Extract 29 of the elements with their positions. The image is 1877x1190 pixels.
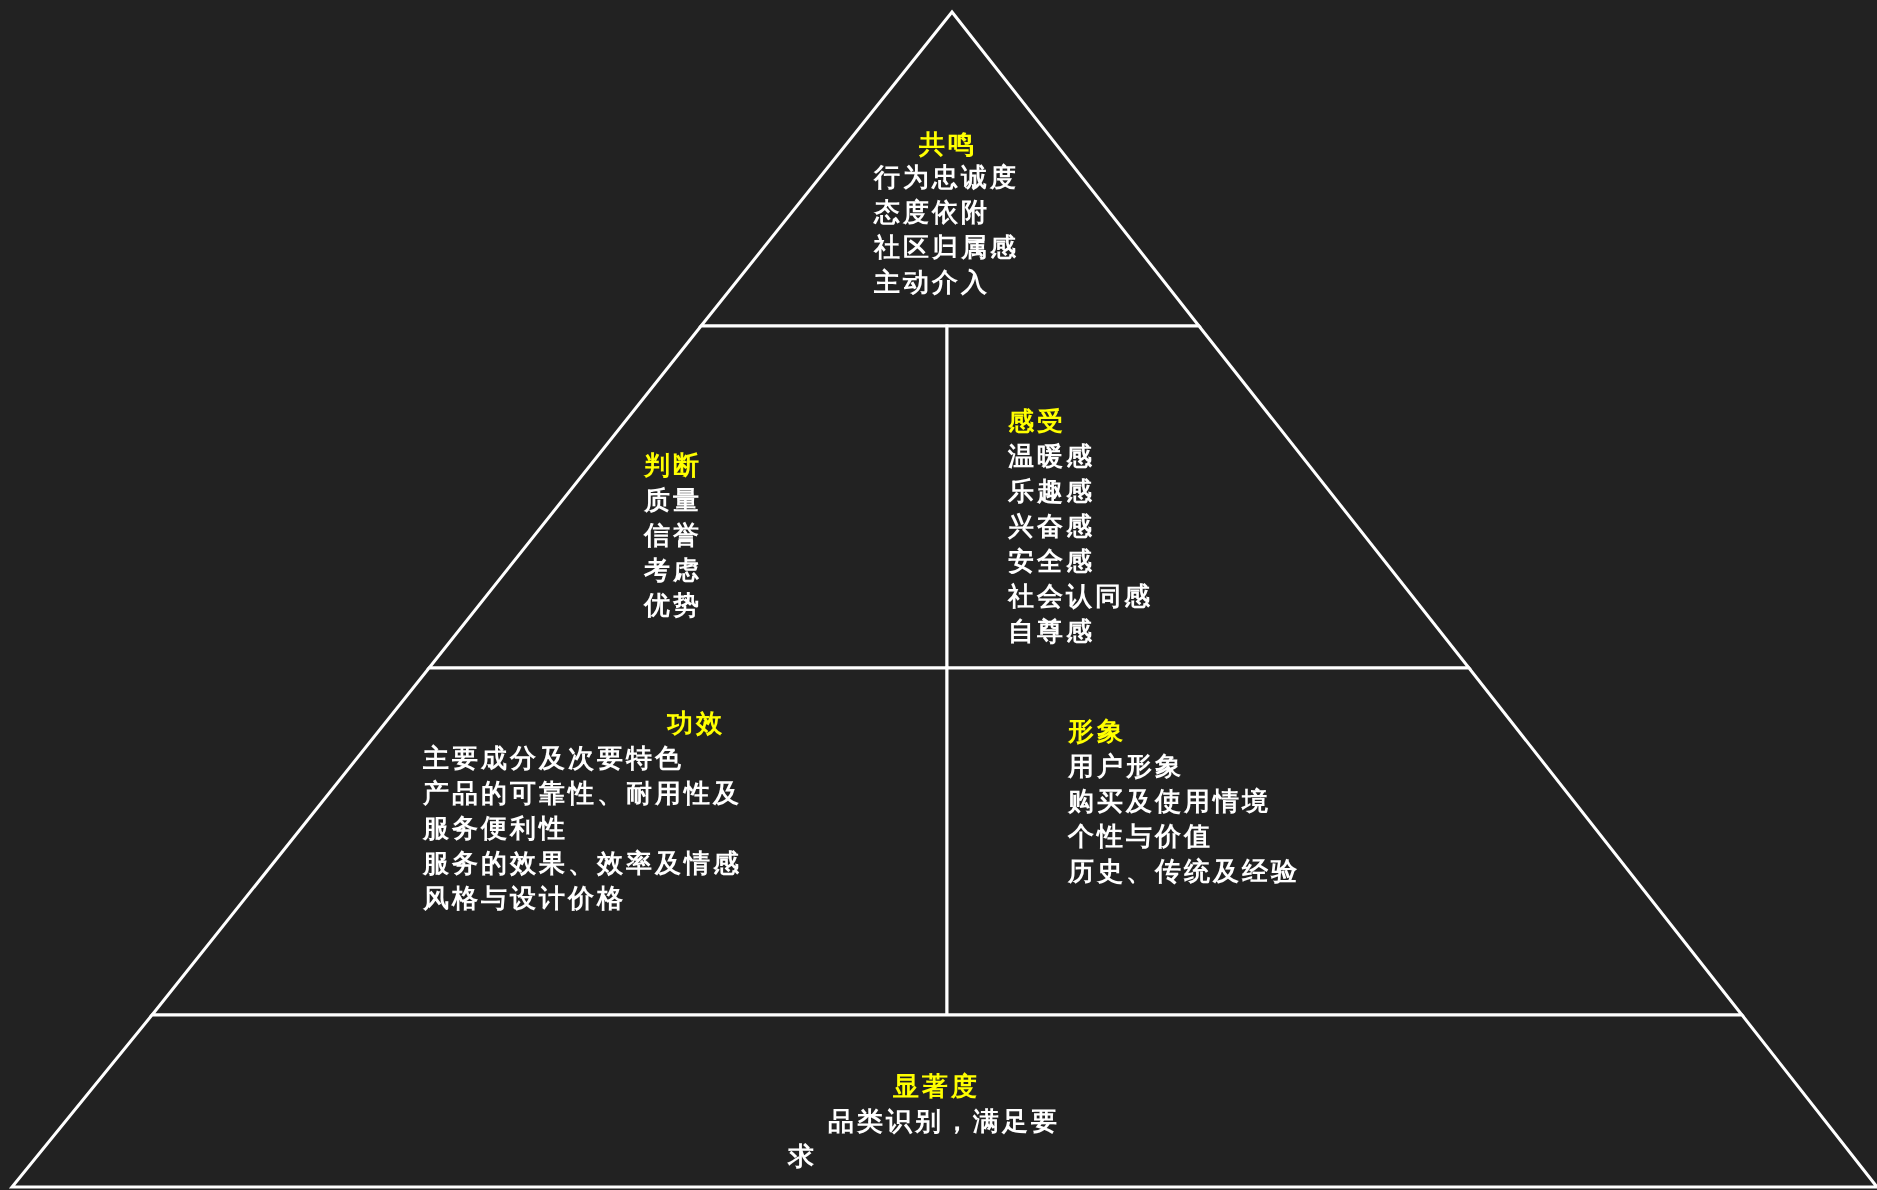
section-heading: 共鸣 <box>919 128 977 161</box>
section-heading: 判断 <box>644 449 702 482</box>
list-item: 主要成分及次要特色 <box>423 742 685 775</box>
list-item: 考虑 <box>644 554 702 587</box>
list-item: 产品的可靠性、耐用性及服务便利性 <box>423 777 743 845</box>
list-item: 态度依附 <box>874 196 990 229</box>
list-item: 社会认同感 <box>1008 580 1153 613</box>
list-item: 质量 <box>644 484 702 517</box>
list-item: 信誉 <box>644 519 702 552</box>
list-item: 社区归属感 <box>874 231 1019 264</box>
section-heading: 显著度 <box>893 1070 980 1103</box>
section-heading: 形象 <box>1068 715 1126 748</box>
list-item: 行为忠诚度 <box>874 161 1019 194</box>
list-item: 历史、传统及经验 <box>1068 855 1300 888</box>
list-item: 优势 <box>644 589 702 622</box>
list-item: 自尊感 <box>1008 615 1095 648</box>
list-item: 品类识别，满足要求 <box>788 1105 1061 1173</box>
list-item: 用户形象 <box>1068 750 1184 783</box>
list-item: 兴奋感 <box>1008 510 1095 543</box>
list-item: 个性与价值 <box>1068 820 1213 853</box>
list-item: 购买及使用情境 <box>1068 785 1271 818</box>
list-item: 主动介入 <box>874 266 990 299</box>
list-item: 风格与设计价格 <box>423 882 627 915</box>
list-item: 乐趣感 <box>1008 475 1095 508</box>
list-item: 温暖感 <box>1008 440 1095 473</box>
list-item: 安全感 <box>1008 545 1095 578</box>
section-heading: 功效 <box>667 707 725 740</box>
list-item: 服务的效果、效率及情感 <box>423 847 743 880</box>
section-heading: 感受 <box>1008 405 1066 438</box>
